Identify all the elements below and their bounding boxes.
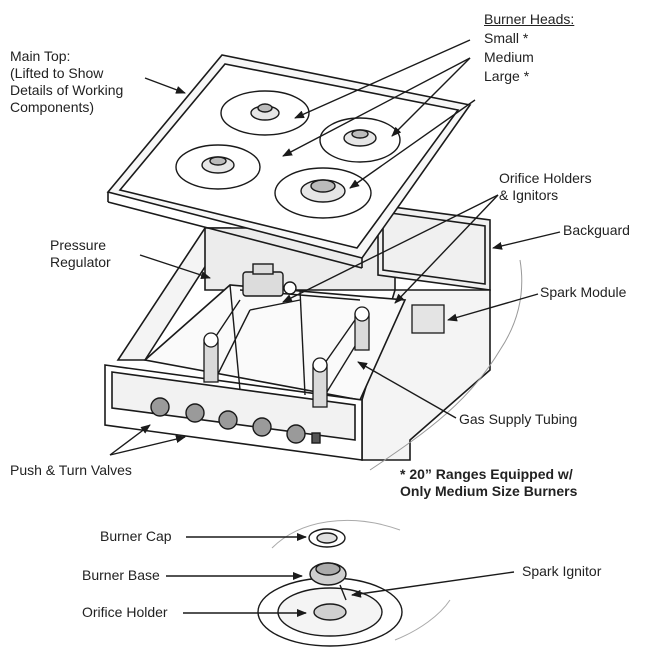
backguard-label: Backguard	[563, 222, 630, 238]
main-top-label: Main Top: (Lifted to Show Details of Wor…	[10, 48, 124, 115]
note-20in-ranges: * 20” Ranges Equipped w/ Only Medium Siz…	[400, 466, 578, 499]
orifice-holders-ignitors-label: Orifice Holders & Ignitors	[499, 170, 592, 203]
orifice-holders	[203, 306, 370, 408]
burner-heads-title: Burner Heads:	[484, 11, 575, 27]
pressure-regulator-label: Pressure Regulator	[50, 237, 111, 270]
push-turn-valves-label: Push & Turn Valves	[10, 462, 132, 478]
burner-small-label: Small *	[484, 30, 529, 46]
orifice-holder-label: Orifice Holder	[82, 604, 168, 620]
burner-large-label: Large *	[484, 68, 530, 84]
spark-module-part	[411, 304, 445, 334]
gas-supply-tubing-label: Gas Supply Tubing	[459, 411, 578, 427]
spark-ignitor-label: Spark Ignitor	[522, 563, 602, 579]
leader-arrows	[109, 39, 561, 617]
surface-curve	[369, 259, 523, 471]
spark-module-label: Spark Module	[540, 284, 627, 300]
control-knobs	[150, 397, 321, 444]
burner-medium-label: Medium	[484, 49, 534, 65]
burner-base-label: Burner Base	[82, 567, 160, 583]
detail-surface-curve-2	[394, 599, 451, 641]
burner-heads-on-top	[175, 90, 401, 219]
burner-cap-label: Burner Cap	[100, 528, 172, 544]
detail-surface-curve	[271, 519, 401, 549]
pressure-regulator-part	[242, 263, 297, 297]
burner-detail	[257, 528, 403, 647]
